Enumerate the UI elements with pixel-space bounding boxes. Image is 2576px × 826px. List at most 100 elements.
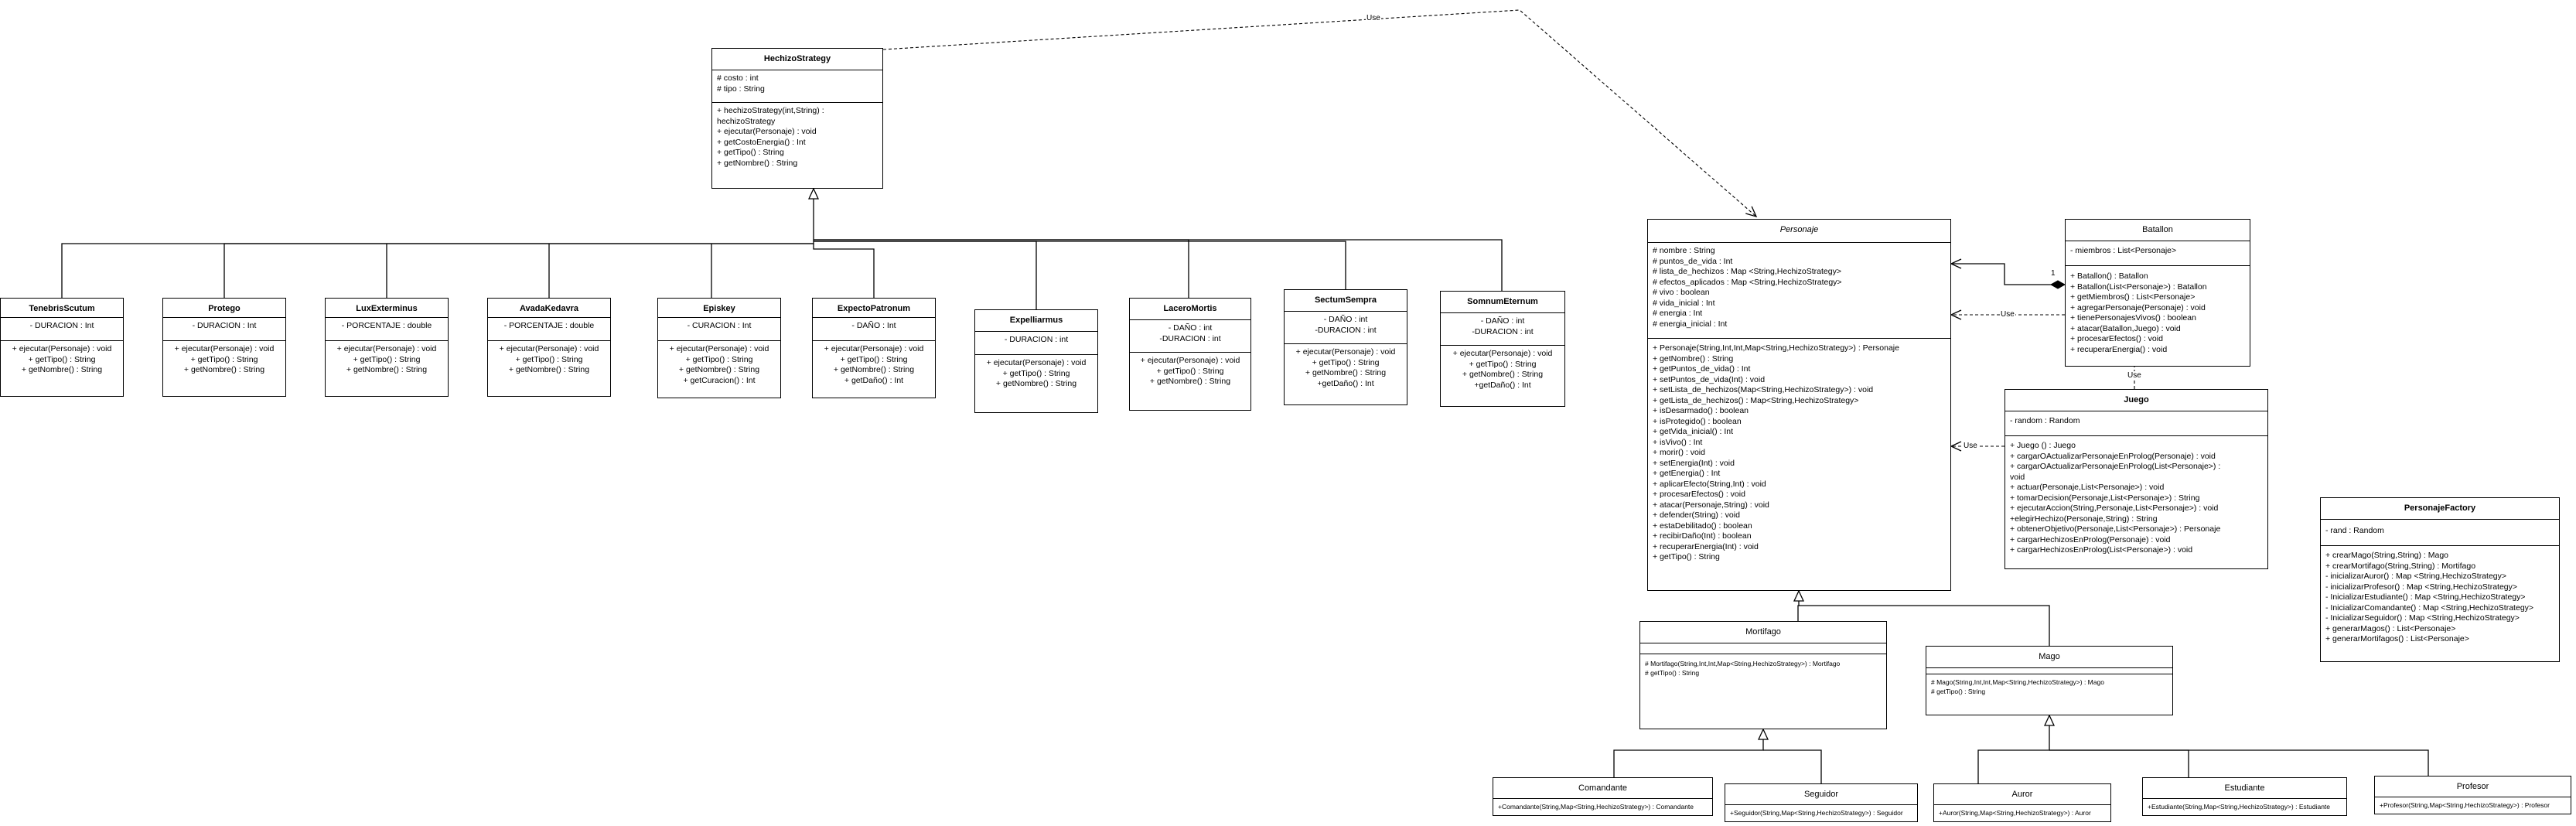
use-label-juego: Use — [1963, 442, 1978, 450]
attributes-section: - DURACION : Int — [163, 318, 285, 341]
operation: + setEnergia(Int) : void — [1653, 458, 1735, 468]
class-batallon[interactable]: Batallon - miembros : List<Personaje> + … — [2065, 219, 2250, 367]
operations-section: +Profesor(String,Map<String,HechizoStrat… — [2375, 797, 2571, 813]
operation: + isProtegido() : boolean — [1653, 416, 1742, 426]
operation: + generarMagos() : List<Personaje> — [2325, 623, 2456, 633]
attribute: # puntos_de_vida : Int — [1653, 256, 1733, 266]
class-name: SomnumEternum — [1441, 292, 1564, 313]
class-somnum-eternum[interactable]: SomnumEternum - DAÑO : int-DURACION : in… — [1440, 291, 1565, 407]
operation: + actuar(Personaje,List<Personaje>) : vo… — [2010, 483, 2165, 492]
class-auror[interactable]: Auror +Auror(String,Map<String,HechizoSt… — [1933, 783, 2111, 822]
attribute: - miembros : List<Personaje> — [2070, 246, 2177, 255]
class-juego[interactable]: Juego - random : Random + Juego () : Jue… — [2005, 389, 2268, 569]
use-label-juego-batallon: Use — [2127, 371, 2142, 380]
operation: + getTipo() : String — [685, 354, 753, 364]
class-name: LaceroMortis — [1130, 299, 1250, 320]
attributes-section: - DAÑO : int-DURACION : int — [1441, 313, 1564, 346]
attributes-section: - random : Random — [2005, 411, 2267, 436]
operation: hechizoStrategy — [717, 116, 776, 126]
operation: + morir() : void — [1653, 448, 1705, 457]
inherit-edge-lacero — [814, 239, 1189, 298]
operation: + getLista_de_hechizos() : Map<String,He… — [1653, 395, 1859, 405]
operation: + getNombre() : String — [995, 379, 1077, 388]
attribute: - DAÑO : int — [1168, 323, 1213, 333]
operation: # getTipo() : String — [1645, 669, 1700, 677]
class-expelliarmus[interactable]: Expelliarmus - DURACION : int + ejecutar… — [974, 309, 1098, 413]
inherit-edge-mago — [1799, 605, 2050, 646]
operation: - inicializarProfesor() : Map <String,He… — [2325, 582, 2518, 592]
operations-section: + crearMago(String,String) : Mago + crea… — [2321, 546, 2559, 648]
attribute: # nombre : String — [1653, 246, 1715, 255]
class-expecto-patronum[interactable]: ExpectoPatronum - DAÑO : Int + ejecutar(… — [812, 298, 936, 398]
operation: # Mago(String,Int,Int,Map<String,Hechizo… — [1931, 678, 2104, 686]
class-personaje-factory[interactable]: PersonajeFactory - rand : Random + crear… — [2320, 497, 2560, 662]
operation: + ejecutar(Personaje) : void — [336, 344, 437, 353]
operation: + getTipo() : String — [717, 148, 784, 157]
operation: + procesarEfectos() : void — [2070, 334, 2163, 343]
class-tenebris-scutum[interactable]: TenebrisScutum - DURACION : Int + ejecut… — [0, 298, 124, 397]
inherit-edge-estudiante — [2049, 749, 2189, 777]
operation: + generarMortifagos() : List<Personaje> — [2325, 634, 2469, 643]
use-label-batallon: Use — [2000, 310, 2015, 319]
class-lacero-mortis[interactable]: LaceroMortis - DAÑO : int-DURACION : int… — [1129, 298, 1251, 411]
operation: + getVida_inicial() : Int — [1653, 427, 1733, 436]
operation: - InicializarEstudiante() : Map <String,… — [2325, 592, 2526, 602]
class-lux-exterminus[interactable]: LuxExterminus - PORCENTAJE : double + ej… — [325, 298, 449, 397]
operation: + getCuracion() : Int — [683, 375, 756, 385]
operation: + getMiembros() : List<Personaje> — [2070, 292, 2196, 302]
operation: + Batallon(List<Personaje>) : Batallon — [2070, 282, 2207, 292]
attributes-section — [1640, 643, 1886, 654]
operation: + ejecutar(Personaje) : void — [824, 344, 924, 353]
operation: + getTipo() : String — [1469, 359, 1537, 369]
operation: + getNombre() : String — [508, 365, 590, 374]
attribute: - CURACION : Int — [687, 321, 752, 330]
attributes-section — [1926, 668, 2172, 674]
operation: + getPuntos_de_vida() : Int — [1653, 364, 1751, 374]
operation: +getDaño() : Int — [1474, 380, 1531, 390]
class-avada-kedavra[interactable]: AvadaKedavra - PORCENTAJE : double + eje… — [487, 298, 611, 397]
class-name: AvadaKedavra — [488, 299, 610, 318]
operation: + Batallon() : Batallon — [2070, 271, 2148, 281]
operation: + ejecutar(Personaje) : void — [717, 127, 817, 136]
class-comandante[interactable]: Comandante +Comandante(String,Map<String… — [1493, 777, 1713, 816]
inherit-edge-seguidor — [1763, 749, 1822, 783]
operations-section: + ejecutar(Personaje) : void+ getTipo() … — [1285, 344, 1407, 392]
attribute: # vivo : boolean — [1653, 288, 1710, 297]
class-personaje[interactable]: Personaje # nombre : String # puntos_de_… — [1647, 219, 1951, 591]
class-name: HechizoStrategy — [712, 49, 882, 70]
composition-edge — [1951, 264, 2065, 285]
operation: + ejecutar(Personaje) : void — [986, 358, 1087, 367]
operation: + estaDebilitado() : boolean — [1653, 521, 1752, 531]
operations-section: + ejecutar(Personaje) : void+ getTipo() … — [1441, 346, 1564, 394]
operations-section: + ejecutar(Personaje) : void+ getTipo() … — [1130, 353, 1250, 391]
operation: + recuperarEnergia(Int) : void — [1653, 541, 1759, 551]
operations-section: +Auror(String,Map<String,HechizoStrategy… — [1934, 805, 2110, 821]
class-estudiante[interactable]: Estudiante +Estudiante(String,Map<String… — [2142, 777, 2347, 816]
operation: + ejecutar(Personaje) : void — [1140, 356, 1240, 365]
operations-section: +Estudiante(String,Map<String,HechizoStr… — [2143, 799, 2346, 814]
inherit-edge-auror — [1977, 715, 2049, 783]
operations-section: +Seguidor(String,Map<String,HechizoStrat… — [1725, 805, 1917, 821]
class-episkey[interactable]: Episkey - CURACION : Int + ejecutar(Pers… — [657, 298, 781, 398]
class-mortifago[interactable]: Mortifago # Mortifago(String,Int,Int,Map… — [1639, 621, 1887, 729]
operations-section: + Juego () : Juego + cargarOActualizarPe… — [2005, 436, 2267, 559]
operation: +Seguidor(String,Map<String,HechizoStrat… — [1730, 809, 1903, 817]
operation: + obtenerObjetivo(Personaje,List<Persona… — [2010, 524, 2221, 534]
attribute: - DURACION : Int — [29, 321, 94, 330]
class-hechizo-strategy[interactable]: HechizoStrategy # costo : int# tipo : St… — [711, 48, 883, 189]
class-protego[interactable]: Protego - DURACION : Int + ejecutar(Pers… — [162, 298, 286, 397]
operation: +Auror(String,Map<String,HechizoStrategy… — [1939, 809, 2091, 817]
class-name: Comandante — [1493, 778, 1712, 799]
class-seguidor[interactable]: Seguidor +Seguidor(String,Map<String,Hec… — [1725, 783, 1918, 822]
attribute: - DAÑO : int — [1323, 315, 1368, 324]
class-name: PersonajeFactory — [2321, 498, 2559, 520]
operation: + setLista_de_hechizos(Map<String,Hechiz… — [1653, 385, 1874, 394]
operation: +Comandante(String,Map<String,HechizoStr… — [1498, 803, 1694, 811]
class-profesor[interactable]: Profesor +Profesor(String,Map<String,Hec… — [2374, 776, 2571, 814]
class-name: Mortifago — [1640, 622, 1886, 643]
attributes-section: # costo : int# tipo : String — [712, 70, 882, 103]
class-sectum-sempra[interactable]: SectumSempra - DAÑO : int-DURACION : int… — [1284, 289, 1407, 405]
class-mago[interactable]: Mago # Mago(String,Int,Int,Map<String,He… — [1926, 646, 2173, 715]
attribute: - DURACION : Int — [192, 321, 257, 330]
